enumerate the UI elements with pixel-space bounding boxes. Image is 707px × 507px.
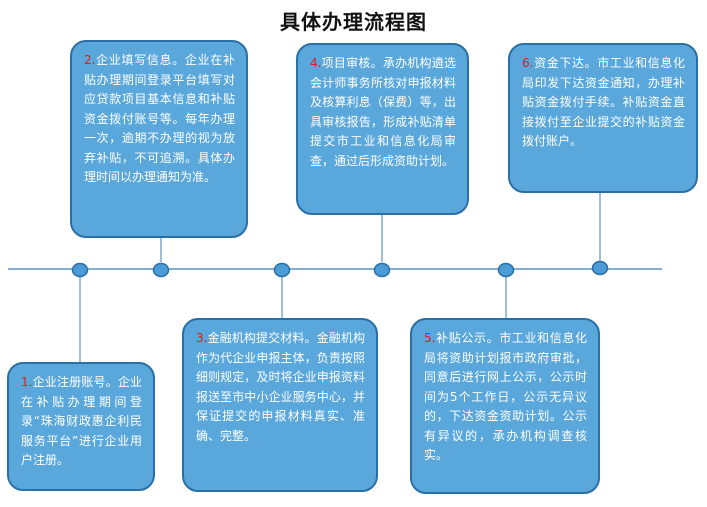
timeline-dot-6 bbox=[591, 260, 609, 276]
page-title: 具体办理流程图 bbox=[280, 10, 427, 34]
step-3-number: 3. bbox=[196, 331, 208, 345]
step-6-text: 资金下达。市工业和信息化局印发下达资金通知，办理补贴资金拨付手续。补贴资金直接拨… bbox=[522, 56, 685, 148]
timeline-dot-3 bbox=[273, 262, 291, 278]
step-5-number: 5. bbox=[424, 331, 436, 345]
step-5-box: 5.补贴公示。市工业和信息化局将资助计划报市政府审批，同意后进行网上公示，公示时… bbox=[410, 318, 600, 494]
timeline-dot-4 bbox=[373, 262, 391, 278]
step-4-text: 项目审核。承办机构遴选会计师事务所核对申报材料及核算利息（保费）等，出具审核报告… bbox=[310, 56, 456, 168]
step-2-box: 2.企业填写信息。企业在补贴办理期间登录平台填写对应贷款项目基本信息和补贴资金拨… bbox=[70, 40, 248, 238]
timeline-dot-2 bbox=[152, 262, 170, 278]
timeline-dot-5 bbox=[497, 262, 515, 278]
step-3-text: 金融机构提交材料。金融机构作为代企业申报主体，负责按照细则规定，及时将企业申报资… bbox=[196, 331, 365, 443]
step-2-number: 2. bbox=[84, 53, 96, 67]
step-3-box: 3.金融机构提交材料。金融机构作为代企业申报主体，负责按照细则规定，及时将企业申… bbox=[182, 318, 378, 492]
step-2-text: 企业填写信息。企业在补贴办理期间登录平台填写对应贷款项目基本信息和补贴资金拨付账… bbox=[84, 53, 235, 184]
step-1-box: 1.企业注册账号。企业在补贴办理期间登录“珠海财政惠企利民服务平台”进行企业用户… bbox=[7, 362, 155, 491]
step-5-text: 补贴公示。市工业和信息化局将资助计划报市政府审批，同意后进行网上公示，公示时间为… bbox=[424, 331, 587, 462]
step-4-number: 4. bbox=[310, 56, 322, 70]
step-1-text: 企业注册账号。企业在补贴办理期间登录“珠海财政惠企利民服务平台”进行企业用户注册… bbox=[21, 375, 142, 467]
step-6-number: 6. bbox=[522, 56, 534, 70]
step-1-number: 1. bbox=[21, 375, 33, 389]
step-6-box: 6.资金下达。市工业和信息化局印发下达资金通知，办理补贴资金拨付手续。补贴资金直… bbox=[508, 43, 698, 193]
timeline-dot-1 bbox=[71, 262, 89, 278]
step-4-box: 4.项目审核。承办机构遴选会计师事务所核对申报材料及核算利息（保费）等，出具审核… bbox=[296, 43, 469, 215]
